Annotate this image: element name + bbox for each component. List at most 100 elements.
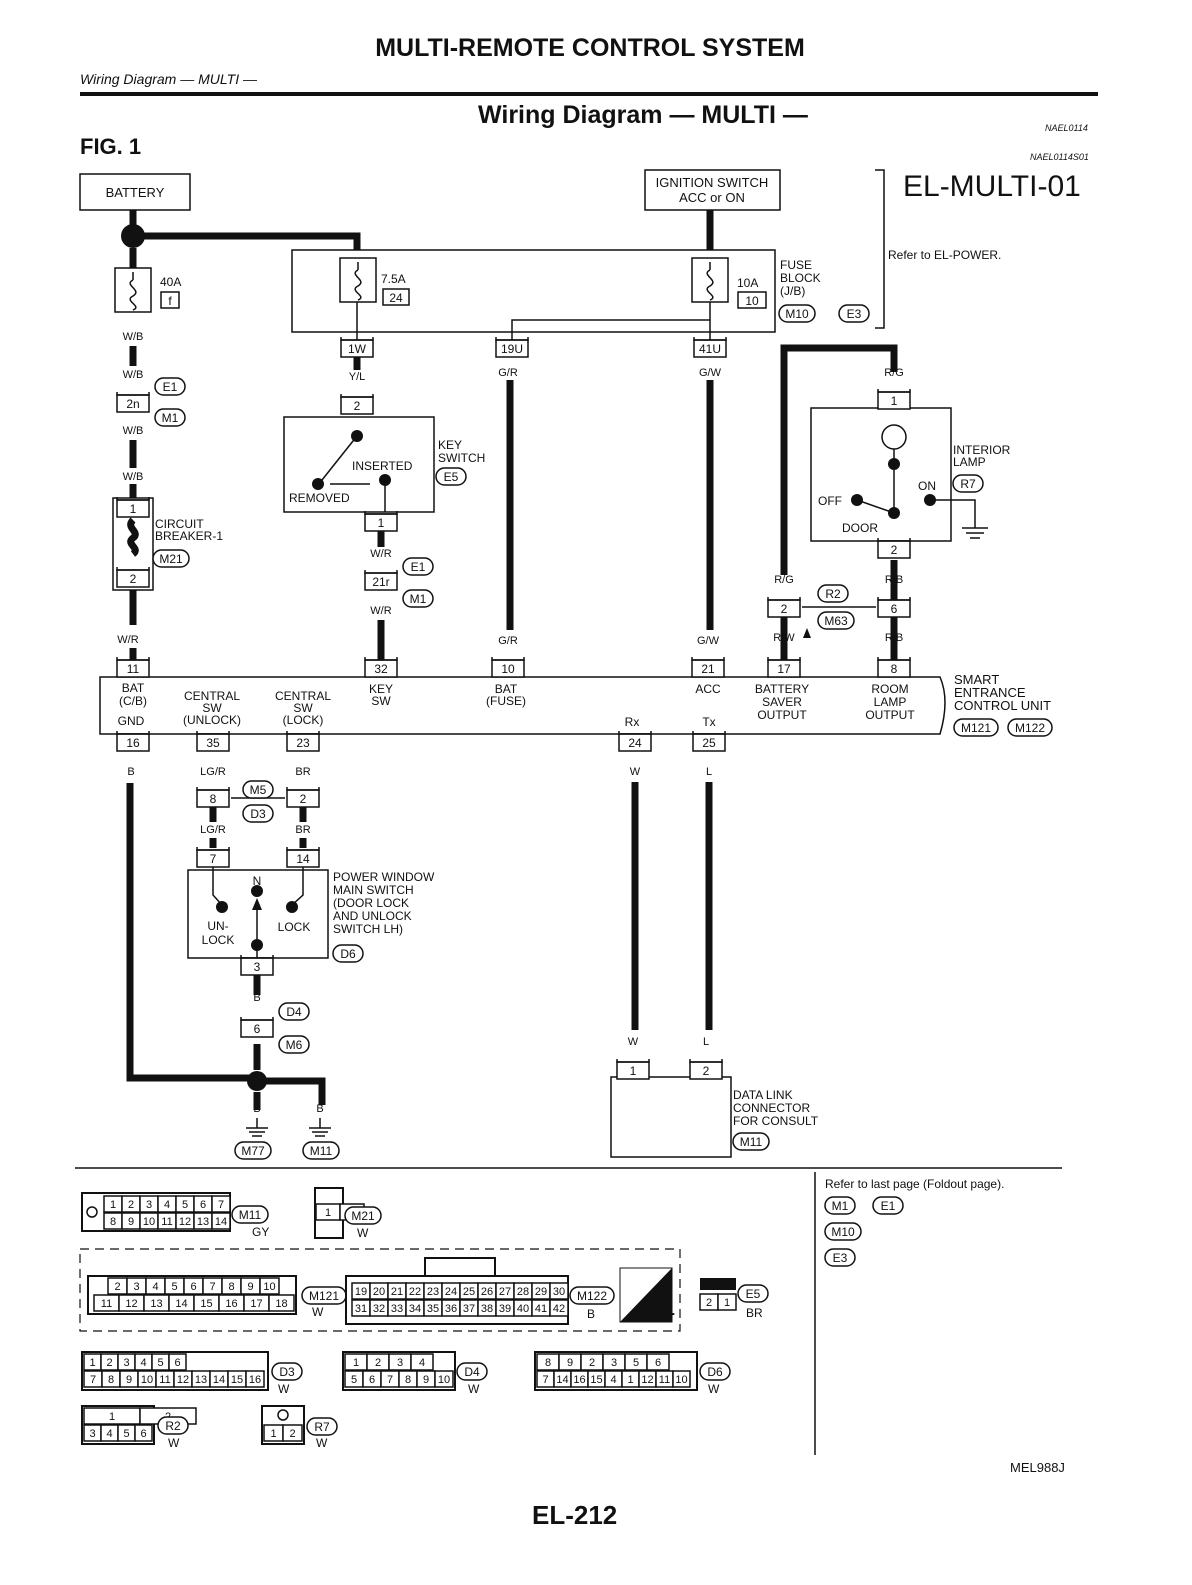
term-central-lock-line-2: SW — [293, 701, 313, 715]
connector-r2 — [817, 584, 849, 603]
hs-badge-label: H.S. — [650, 1303, 675, 1318]
legend-m122-pin-38: 38 — [481, 1303, 493, 1315]
legend-m11-pin-2: 2 — [128, 1199, 134, 1211]
power-window-label-line-2: MAIN SWITCH — [333, 883, 414, 897]
pin-8-pw-label: 8 — [210, 792, 217, 806]
pw-unlock-label-line-2: LOCK — [202, 933, 235, 947]
term-central-unlock-line-3: (UNLOCK) — [183, 713, 241, 727]
pin-3-label: 3 — [254, 960, 261, 974]
legend-d3-color: W — [278, 1382, 290, 1396]
pw-left-lead — [212, 867, 223, 906]
wire-label-b-gnd: B — [127, 766, 134, 778]
pin-3-tab — [240, 955, 274, 959]
legend-m21-tag-label: M21 — [351, 1209, 375, 1223]
connector-e1-left — [154, 377, 186, 396]
fig-label: FIG. 1 — [80, 134, 142, 159]
legend-d6-pin-3: 3 — [611, 1357, 617, 1369]
connector-m10-label: M10 — [785, 307, 809, 321]
page-title: MULTI-REMOTE CONTROL SYSTEM — [375, 34, 805, 62]
legend-d6-pin-11: 11 — [659, 1374, 670, 1386]
connector-d4-label: D4 — [286, 1005, 302, 1019]
pin-2n-label: 2n — [126, 397, 139, 411]
connector-m6-label: M6 — [286, 1038, 303, 1052]
wire-label-lgr-2: LG/R — [200, 824, 226, 836]
fuse-40a-no: f — [168, 294, 172, 308]
connector-m11-dlc — [732, 1132, 770, 1151]
legend-d6-pin-5: 5 — [633, 1357, 639, 1369]
legend-d3-pin-6: 6 — [174, 1357, 180, 1369]
pin-14-tab — [286, 847, 320, 851]
interior-lamp-label-line-2: LAMP — [953, 455, 986, 469]
lamp-door-dot — [888, 507, 900, 519]
legend-r2-pin-4: 4 — [106, 1428, 112, 1440]
pin-key-2-label: 2 — [354, 399, 361, 413]
pin-lamp-1-label: 1 — [891, 394, 898, 408]
pin-21r-label: 21r — [372, 575, 389, 589]
legend-foldout-m1 — [824, 1196, 856, 1215]
legend-r2-tag — [157, 1416, 189, 1435]
pin-key-1-label: 1 — [378, 516, 385, 530]
pin-35-label: 35 — [206, 736, 220, 750]
section-title: Wiring Diagram — MULTI — — [478, 101, 808, 129]
fuse-40a-element — [129, 279, 137, 311]
fuse-7-5a-no-box — [382, 288, 410, 306]
wire-label-gr-bottom: G/R — [498, 635, 518, 647]
power-window-label-line-1: POWER WINDOW — [333, 870, 435, 884]
legend-m11-pin-14: 14 — [215, 1216, 227, 1228]
legend-m122-pin-41: 41 — [535, 1303, 547, 1315]
legend-d6-color: W — [708, 1382, 720, 1396]
legend-m122-pin-37: 37 — [463, 1303, 475, 1315]
term-battery-saver-line-2: SAVER — [762, 695, 802, 709]
pin-2n-tab — [116, 392, 150, 396]
power-window-label-line-3: (DOOR LOCK — [333, 896, 409, 910]
legend-foldout-m10-label: M10 — [831, 1225, 855, 1239]
connector-m111-label: M11 — [310, 1144, 333, 1158]
legend-m121-pin-6: 6 — [190, 1281, 196, 1293]
legend-foldout-e1 — [872, 1196, 904, 1215]
wire-label-yl: Y/L — [349, 371, 366, 383]
legend-d3-pin-2: 2 — [106, 1357, 112, 1369]
legend-d3-pin-13: 13 — [195, 1374, 207, 1386]
pin-6-pw-label: 6 — [254, 1022, 261, 1036]
ignition-switch-label-line-1: IGNITION SWITCH — [656, 175, 769, 190]
connector-m21 — [152, 549, 190, 568]
legend-m121-pin-13: 13 — [150, 1298, 162, 1310]
battery-label: BATTERY — [106, 185, 165, 200]
power-window-label-line-5: SWITCH LH) — [333, 922, 403, 936]
circuit-breaker-element — [127, 517, 139, 557]
legend-m121-cell — [268, 1294, 295, 1312]
data-link-box — [610, 1076, 732, 1158]
legend-d6-pin-4: 4 — [610, 1374, 616, 1386]
term-central-lock-line-3: (LOCK) — [283, 713, 324, 727]
pin-25-tab — [692, 731, 726, 735]
legend-m121-pin-3: 3 — [133, 1281, 139, 1293]
legend-d3-pin-1: 1 — [89, 1357, 95, 1369]
term-gnd: GND — [118, 714, 145, 728]
connector-e3-label: E3 — [847, 307, 862, 321]
pin-41u-tab — [693, 337, 727, 341]
legend-r7-tag-label: R7 — [314, 1420, 330, 1434]
fuse-10a-no: 10 — [745, 294, 759, 308]
pin-dlc-1-label: 1 — [630, 1064, 637, 1078]
legend-e5-pin-2: 2 — [706, 1297, 712, 1309]
connector-m121 — [953, 718, 999, 737]
legend-m21-color: W — [357, 1226, 369, 1240]
legend-m11-cell — [211, 1195, 231, 1213]
harness-dashed-group — [79, 1248, 681, 1332]
pin-23-label: 23 — [296, 736, 310, 750]
legend-m121-frame — [87, 1275, 297, 1315]
legend-d4-pin-8: 8 — [405, 1374, 411, 1386]
legend-d6-tag-label: D6 — [707, 1365, 723, 1379]
connector-m6 — [278, 1035, 310, 1054]
legend-m122-latch — [424, 1257, 496, 1277]
legend-r7-pin-1: 1 — [270, 1428, 276, 1440]
term-tx: Tx — [702, 715, 715, 729]
legend-m122-pin-25: 25 — [463, 1286, 475, 1298]
legend-foldout: Refer to last page (Foldout page). — [825, 1177, 1004, 1191]
wire-ground-branch — [262, 1077, 326, 1105]
pw-arrow-icon — [252, 898, 262, 910]
legend-m122-pin-30: 30 — [553, 1286, 565, 1298]
connector-e3 — [838, 304, 870, 323]
legend-d3-pin-11: 11 — [159, 1374, 170, 1386]
key-switch-label-line-2: SWITCH — [438, 451, 485, 465]
